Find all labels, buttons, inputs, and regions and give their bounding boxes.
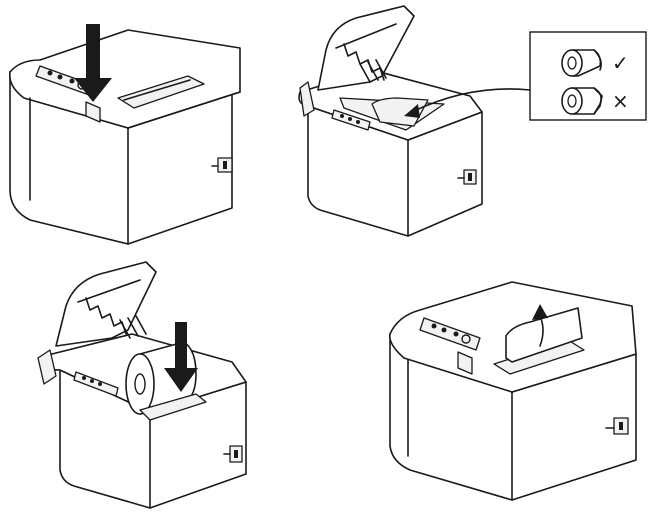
step-4-closed-printer [388,281,637,501]
insert-arrow-icon [164,322,198,392]
step-1-closed-printer [8,24,241,245]
roll-orientation-inset: ✓ × [529,31,647,121]
incorrect-mark: × [612,89,629,113]
step-2-open-printer [298,5,531,237]
roll-incorrect-icon [561,87,603,115]
press-arrow-icon [74,24,112,102]
correct-mark: ✓ [612,51,629,75]
paper-out-arrow-icon [532,304,548,347]
pointer-arrow-icon [411,88,531,113]
roll-correct-icon [561,49,602,77]
paper-sheet [505,307,583,363]
step-3-insert-roll [37,261,247,509]
